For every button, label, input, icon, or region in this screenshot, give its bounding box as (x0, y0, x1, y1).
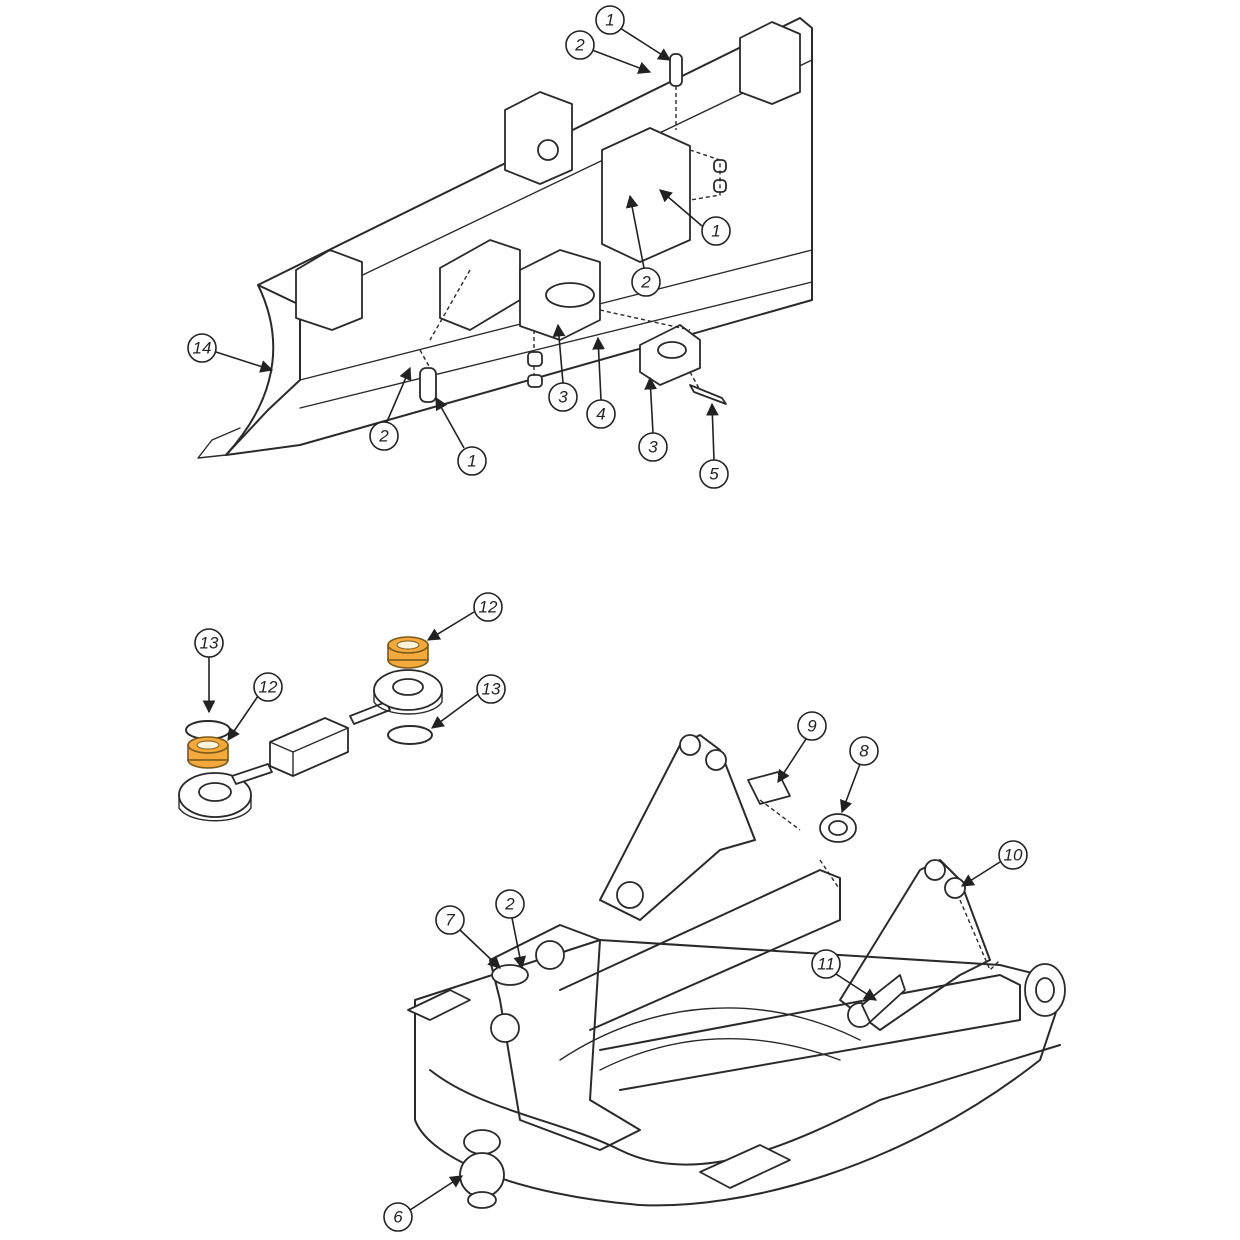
callout-10: 10 (960, 840, 1028, 887)
callout-8: 8 (840, 736, 879, 814)
svg-text:4: 4 (596, 405, 605, 424)
svg-text:8: 8 (859, 742, 869, 761)
callout-11: 11 (811, 949, 878, 1001)
turnbuckle-assembly (178, 636, 443, 822)
blade-push-frame (407, 734, 1066, 1209)
svg-text:12: 12 (479, 598, 498, 617)
svg-text:3: 3 (648, 438, 658, 457)
svg-text:13: 13 (482, 680, 501, 699)
svg-text:6: 6 (393, 1208, 403, 1227)
svg-text:2: 2 (378, 427, 389, 446)
svg-text:3: 3 (558, 388, 568, 407)
callout-9: 9 (777, 711, 827, 784)
svg-text:14: 14 (193, 339, 212, 358)
svg-text:1: 1 (605, 11, 614, 30)
callout-2-bottom: 2 (495, 889, 527, 970)
callout-1-right: 1 (659, 189, 731, 246)
svg-text:10: 10 (1004, 846, 1023, 865)
svg-text:2: 2 (574, 36, 585, 55)
callout-13-right: 13 (430, 674, 506, 729)
svg-text:2: 2 (504, 895, 515, 914)
svg-text:2: 2 (640, 273, 651, 292)
svg-text:5: 5 (709, 465, 719, 484)
dozer-blade-assembly (197, 17, 813, 459)
svg-text:9: 9 (807, 717, 817, 736)
svg-text:13: 13 (200, 634, 219, 653)
callouts-layer: 1 2 1 2 14 2 (187, 5, 1028, 1232)
callout-4: 4 (586, 336, 616, 429)
callout-5: 5 (699, 402, 729, 489)
svg-text:1: 1 (467, 452, 476, 471)
svg-text:12: 12 (259, 678, 278, 697)
callout-3-left: 3 (548, 323, 578, 412)
callout-2-top: 2 (565, 30, 652, 74)
svg-text:11: 11 (817, 955, 835, 974)
callout-2-lower-left: 2 (369, 366, 412, 451)
callout-1-lower: 1 (435, 396, 487, 476)
callout-1-top: 1 (595, 5, 672, 61)
svg-text:7: 7 (445, 911, 455, 930)
callout-7: 7 (435, 905, 501, 969)
callout-12-upper: 12 (426, 592, 503, 641)
bushing-highlight-upper (387, 636, 429, 669)
callout-2-mid: 2 (625, 194, 661, 297)
callout-13-left: 13 (194, 628, 224, 714)
bushing-highlight-lower (187, 736, 229, 769)
callout-14: 14 (187, 333, 274, 373)
callout-3-right: 3 (638, 376, 668, 462)
svg-text:1: 1 (711, 222, 720, 241)
callout-12-lower: 12 (227, 672, 283, 742)
callout-6: 6 (383, 1175, 464, 1232)
